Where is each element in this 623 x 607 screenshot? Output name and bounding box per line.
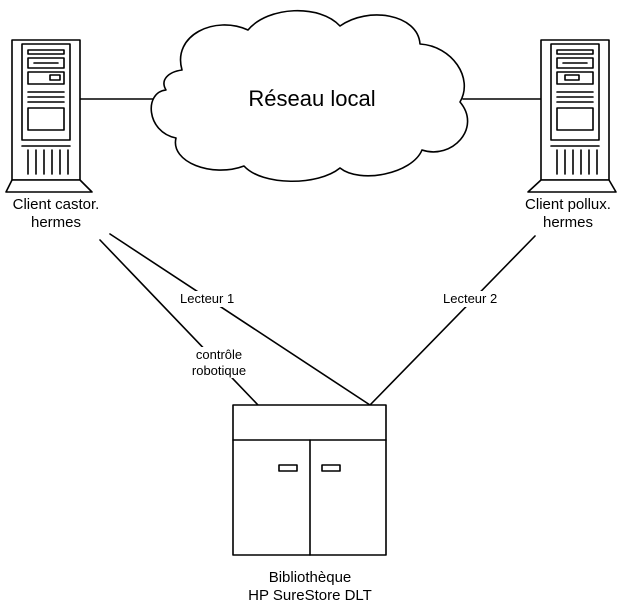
library-name: Bibliothèque — [268, 569, 352, 586]
library-label: Bibliothèque HP SureStore DLT — [220, 569, 400, 605]
drive2-label: Lecteur 2 — [441, 291, 500, 307]
server-icon-castor — [5, 39, 93, 193]
client-castor-domain: hermes — [30, 214, 82, 231]
client-castor-name: Client castor. — [12, 196, 100, 213]
robot-control-line2: robotique — [191, 362, 247, 378]
drive1-label: Lecteur 1 — [178, 291, 237, 307]
drive1-link — [109, 233, 371, 406]
robot-control-line1: contrôle — [195, 347, 243, 362]
lan-label: Réseau local — [248, 86, 376, 111]
client-pollux-name: Client pollux. — [525, 196, 611, 213]
client-pollux-domain: hermes — [542, 214, 594, 231]
lan-cloud — [150, 9, 469, 183]
tape-library-icon — [232, 404, 387, 556]
client-castor-label: Client castor. hermes — [0, 196, 112, 232]
drive2-link — [369, 235, 536, 406]
robot-control-link — [99, 239, 259, 406]
robot-control-label: contrôle robotique — [184, 347, 254, 379]
server-icon-pollux — [527, 39, 617, 193]
library-model: HP SureStore DLT — [248, 587, 372, 604]
client-pollux-label: Client pollux. hermes — [512, 196, 623, 232]
